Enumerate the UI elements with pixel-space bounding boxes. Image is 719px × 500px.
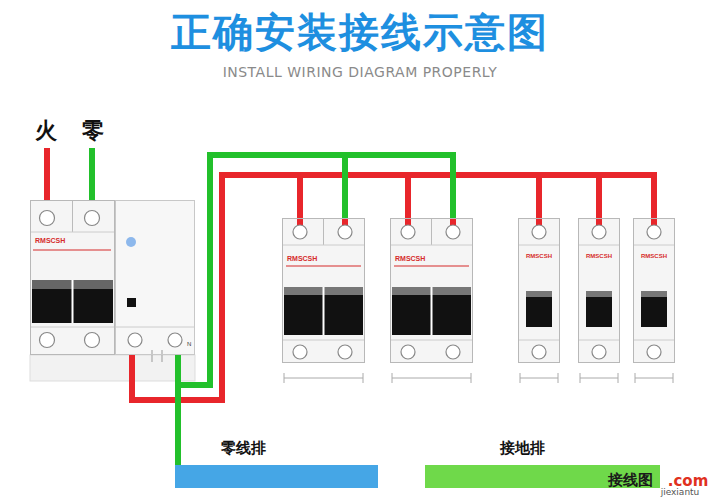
busbar-label: 零线排	[221, 440, 266, 457]
one-pole-breaker: RMSCSH	[633, 218, 675, 363]
neutral-wire	[175, 355, 181, 465]
main-breaker	[30, 200, 115, 355]
watermark: .com	[668, 473, 709, 490]
brand-underline	[394, 265, 469, 266]
brand-underline	[286, 265, 361, 266]
brand-label: RMSCSH	[586, 253, 612, 260]
live-wire	[132, 175, 408, 400]
brand-label: RMSCSH	[35, 237, 65, 245]
terminal-mark: N	[187, 341, 191, 348]
neutral-busbar: 零线排	[175, 465, 378, 488]
two-pole-breaker	[390, 218, 473, 383]
leakage-module: N	[115, 200, 195, 355]
live-label: 火	[35, 119, 57, 143]
brand-label: RMSCSH	[395, 255, 425, 263]
leakage-module	[115, 200, 195, 362]
brand-label: RMSCSH	[641, 253, 667, 260]
neutral-label: 零	[82, 119, 104, 143]
brand-label: RMSCSH	[526, 253, 552, 260]
breaker-base	[30, 355, 195, 381]
neutral-wire	[178, 155, 345, 385]
one-pole-breaker	[633, 218, 675, 383]
live-wire	[132, 175, 599, 400]
two-pole-breaker: RMSCSH	[282, 218, 365, 363]
one-pole-breaker: RMSCSH	[518, 218, 560, 363]
title: 正确安装接线示意图	[171, 10, 549, 54]
one-pole-breaker: RMSCSH	[578, 218, 620, 363]
live-wire	[132, 175, 539, 400]
live-wire	[132, 175, 300, 400]
two-pole-breaker: RMSCSH	[390, 218, 473, 363]
busbar-label: 接地排	[500, 440, 545, 457]
neutral-wire	[178, 155, 453, 385]
main-breaker: RMSCSH	[30, 200, 115, 355]
watermark: jiexiantu	[661, 488, 700, 498]
two-pole-breaker	[282, 218, 365, 383]
one-pole-breaker	[518, 218, 560, 383]
watermark: 接线图	[608, 472, 653, 489]
brand-label: RMSCSH	[287, 255, 317, 263]
one-pole-breaker	[578, 218, 620, 383]
subtitle: INSTALL WIRING DIAGRAM PROPERLY	[223, 65, 498, 80]
